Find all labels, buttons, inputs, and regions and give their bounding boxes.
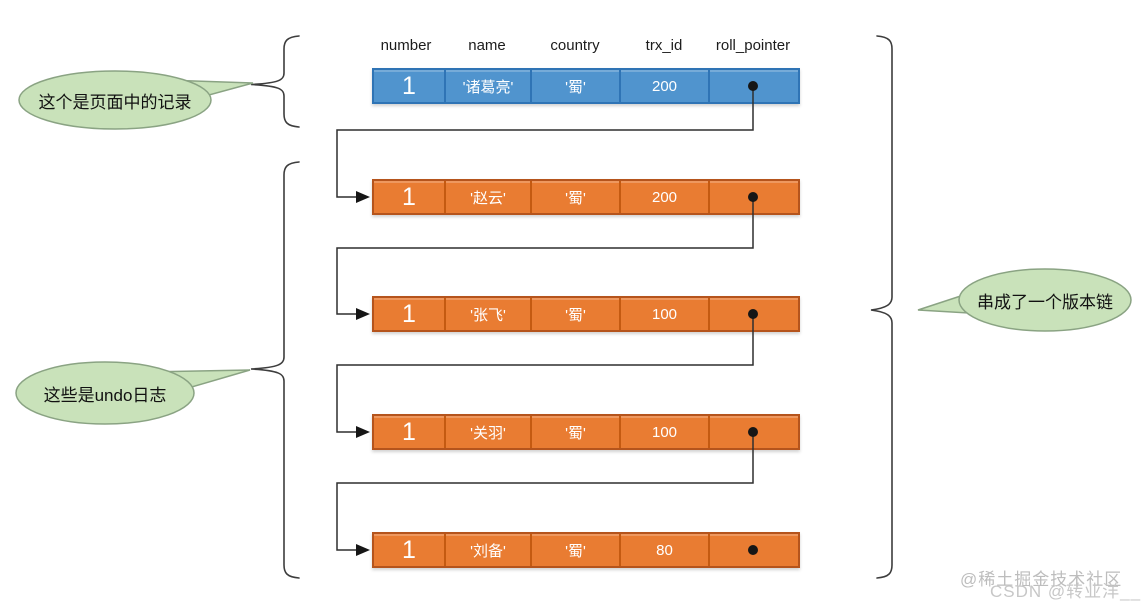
watermark-juejin: @稀土掘金技术社区: [960, 570, 1123, 589]
cell-country: '蜀': [530, 70, 619, 102]
cell-roll-pointer: [708, 298, 798, 330]
callout-page-record-label: 这个是页面中的记录: [38, 92, 192, 112]
watermark-csdn: CSDN @转业洋__: [990, 582, 1142, 601]
column-header-trx-id: trx_id: [645, 37, 683, 54]
arrowhead-icon: [356, 308, 370, 320]
column-header-roll-pointer: roll_pointer: [715, 37, 791, 54]
callout-version-chain-label: 串成了一个版本链: [977, 292, 1113, 312]
cell-name: '张飞': [444, 298, 530, 330]
cell-country: '蜀': [530, 416, 619, 448]
cell-roll-pointer: [708, 534, 798, 566]
cell-name: '关羽': [444, 416, 530, 448]
cell-name: '赵云': [444, 181, 530, 213]
cell-roll-pointer: [708, 416, 798, 448]
arrowhead-icon: [356, 191, 370, 203]
cell-trx-id: 80: [619, 534, 708, 566]
cell-trx-id: 200: [619, 181, 708, 213]
undo-log-row: 1 '张飞' '蜀' 100: [372, 296, 800, 332]
column-header-country: country: [550, 37, 600, 54]
cell-country: '蜀': [530, 181, 619, 213]
arrowhead-icon: [356, 544, 370, 556]
cell-trx-id: 100: [619, 298, 708, 330]
page-record-row: 1 '诸葛亮' '蜀' 200: [372, 68, 800, 104]
cell-country: '蜀': [530, 298, 619, 330]
cell-roll-pointer: [708, 181, 798, 213]
cell-roll-pointer: [708, 70, 798, 102]
undo-log-row: 1 '刘备' '蜀' 80: [372, 532, 800, 568]
column-header-number: number: [380, 37, 432, 54]
arrowhead-icon: [356, 426, 370, 438]
cell-number: 1: [374, 534, 444, 566]
undo-log-row: 1 '关羽' '蜀' 100: [372, 414, 800, 450]
cell-number: 1: [374, 70, 444, 102]
cell-trx-id: 100: [619, 416, 708, 448]
cell-trx-id: 200: [619, 70, 708, 102]
undo-log-row: 1 '赵云' '蜀' 200: [372, 179, 800, 215]
brace-version-chain: [870, 35, 893, 579]
cell-name: '诸葛亮': [444, 70, 530, 102]
brace-undo-logs: [250, 161, 300, 579]
callout-undo-logs-label: 这些是undo日志: [43, 385, 167, 405]
column-header-name: name: [468, 37, 506, 54]
cell-number: 1: [374, 298, 444, 330]
cell-number: 1: [374, 181, 444, 213]
cell-number: 1: [374, 416, 444, 448]
cell-country: '蜀': [530, 534, 619, 566]
cell-name: '刘备': [444, 534, 530, 566]
brace-page-record: [250, 35, 300, 128]
